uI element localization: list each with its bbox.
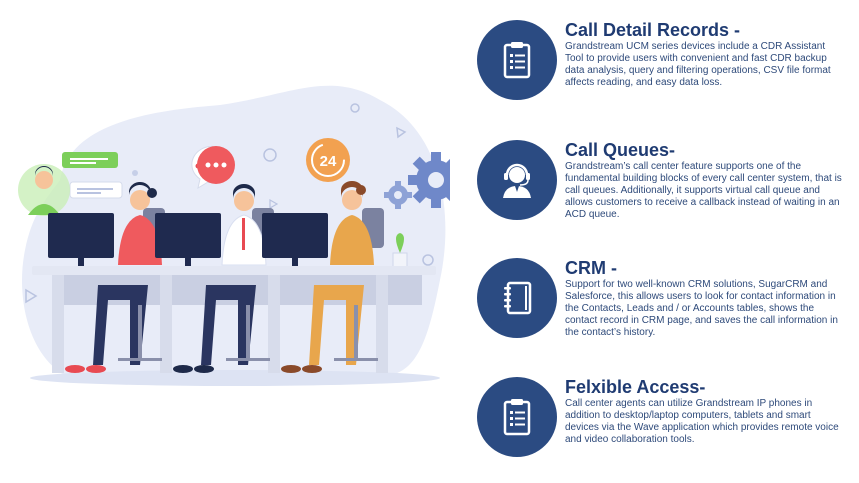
feature-title: Call Detail Records - xyxy=(565,20,741,40)
feature-badge xyxy=(477,20,557,100)
feature-description: Support for two well-known CRM solutions… xyxy=(565,279,838,338)
floor-shadow xyxy=(30,370,440,386)
monitor xyxy=(262,213,328,258)
decor-triangle xyxy=(396,126,407,139)
decor-dot xyxy=(422,254,434,266)
agent-3 xyxy=(330,181,374,265)
decor-dot xyxy=(350,103,360,113)
monitor-stand xyxy=(292,258,298,268)
desk-leg xyxy=(268,275,280,373)
feature-title: Felxible Access- xyxy=(565,377,706,397)
notebook-icon xyxy=(504,281,532,315)
monitor xyxy=(48,213,114,258)
agent-1-legs xyxy=(93,285,148,365)
agent-3-legs xyxy=(309,285,364,365)
plant-icon xyxy=(392,233,408,268)
feature-badge xyxy=(477,140,557,220)
decor-triangle xyxy=(269,198,279,210)
chat-bubble-icon xyxy=(197,146,235,184)
desk-leg xyxy=(376,275,388,373)
gear-icon xyxy=(408,152,450,208)
decor-dot xyxy=(263,148,277,162)
remote-agent xyxy=(18,164,70,216)
feature-description: Call center agents can utilize Grandstre… xyxy=(565,398,839,445)
agent-2 xyxy=(221,184,267,266)
call-agent-icon xyxy=(503,163,531,198)
desk-leg xyxy=(160,275,172,373)
feature-description: Grandstream UCM series devices include a… xyxy=(565,41,831,88)
feature-badge xyxy=(477,377,557,457)
agent-2-legs xyxy=(201,285,256,365)
clipboard-list-icon xyxy=(503,399,531,436)
timer-24-icon: 24 xyxy=(306,138,350,182)
call-center-illustration: 24 xyxy=(18,85,450,386)
timer-badge-label: 24 xyxy=(320,153,337,170)
decor-triangle xyxy=(25,288,38,304)
chat-bubble-icon xyxy=(69,181,123,199)
feature-title: CRM - xyxy=(565,258,617,278)
desk-top xyxy=(32,266,436,275)
monitor xyxy=(155,213,221,258)
agent-1 xyxy=(118,181,162,265)
gear-icon xyxy=(384,181,412,209)
chat-bubble-icon xyxy=(62,152,118,168)
decor-dot xyxy=(132,170,138,176)
feature-description: Grandstream’s call center feature suppor… xyxy=(565,161,842,220)
clipboard-list-icon xyxy=(503,42,531,79)
monitor-stand xyxy=(78,258,84,268)
desk-leg xyxy=(52,275,64,373)
feature-title: Call Queues- xyxy=(565,140,676,160)
monitor-stand xyxy=(185,258,191,268)
feature-badge xyxy=(477,258,557,338)
